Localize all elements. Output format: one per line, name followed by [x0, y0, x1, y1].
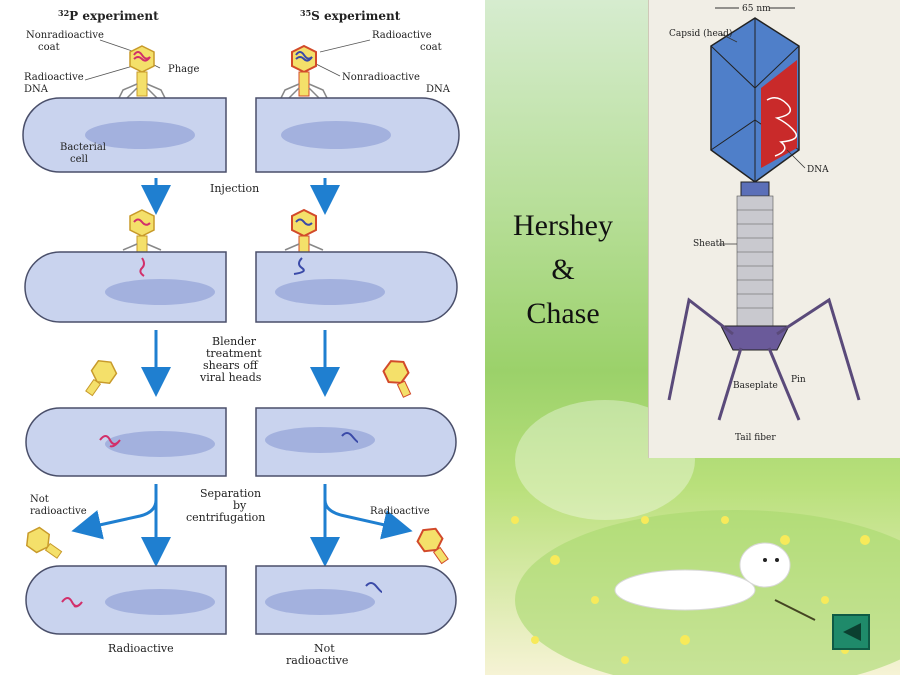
phage-left-top [116, 45, 168, 103]
label-blender-2: treatment [206, 347, 262, 360]
label-65nm: 65 nm [742, 4, 771, 14]
label-result-right-2: radioactive [286, 654, 348, 667]
label-phage: Phage [168, 64, 200, 75]
label-nonradioactive-dna: Nonradioactive [342, 72, 420, 83]
sheared-head-right [382, 360, 412, 398]
hershey-chase-diagram: 32P experiment 35S experiment Nonradioac… [22, 8, 460, 667]
label-bacterial-cell-2: cell [70, 154, 88, 165]
phage-structure-svg: 65 nm Capsid (head) DNA Sheath [667, 4, 861, 443]
label-dna: DNA [807, 165, 829, 175]
p32-title: 32P experiment [58, 8, 159, 23]
label-baseplate: Baseplate [733, 381, 778, 391]
s35-title: 35S experiment [300, 8, 401, 23]
back-button[interactable] [832, 614, 870, 650]
sheath [736, 195, 774, 327]
grass-scene [511, 400, 900, 675]
label-bacterial-cell: Bacterial [60, 142, 106, 153]
label-sheath: Sheath [693, 239, 725, 249]
separated-head-left [25, 526, 63, 559]
label-tail-fiber: Tail fiber [735, 433, 776, 443]
phage-right-injecting [284, 208, 324, 253]
label-nonradioactive-coat: Nonradioactive [26, 30, 104, 41]
label-capsid: Capsid (head) [669, 28, 732, 39]
label-pin: Pin [791, 375, 806, 385]
experiment-svg: 32P experiment 35S experiment Nonradioac… [22, 8, 460, 667]
slide-title: Hershey & Chase [488, 204, 638, 336]
label-radioactive-coat-2: coat [420, 42, 442, 53]
label-blender-3: shears off [203, 359, 259, 372]
label-not-radioactive-2: radioactive [30, 506, 87, 517]
label-blender-4: viral heads [199, 371, 262, 384]
label-separation-3: centrifugation [186, 511, 265, 524]
label-result-right-1: Not [314, 642, 335, 655]
label-separation-1: Separation [200, 487, 261, 500]
label-radioactive-right: Radioactive [370, 506, 430, 517]
sheared-head-left [85, 359, 118, 397]
label-radioactive-dna: Radioactive [24, 72, 84, 83]
label-injection: Injection [210, 182, 259, 195]
title-line-3: Chase [526, 297, 600, 330]
label-radioactive-coat: Radioactive [372, 30, 432, 41]
label-nonradioactive-coat-2: coat [38, 42, 60, 53]
label-result-left: Radioactive [108, 642, 174, 655]
separated-head-right [416, 527, 449, 565]
label-nonradioactive-dna-2: DNA [426, 84, 451, 95]
baseplate [667, 297, 861, 421]
label-not-radioactive-1: Not [30, 494, 49, 505]
label-radioactive-dna-2: DNA [24, 84, 49, 95]
label-blender-1: Blender [212, 335, 257, 348]
label-separation-2: by [233, 499, 247, 512]
capsid [710, 17, 800, 183]
phage-left-injecting [122, 209, 162, 253]
title-line-1: Hershey [513, 209, 613, 242]
title-line-2: & [551, 253, 575, 286]
phage-right-top [278, 44, 330, 103]
cartoon-creature [614, 542, 816, 621]
left-triangle-icon [843, 623, 861, 641]
phage-structure-figure: 65 nm Capsid (head) DNA Sheath [648, 0, 900, 458]
